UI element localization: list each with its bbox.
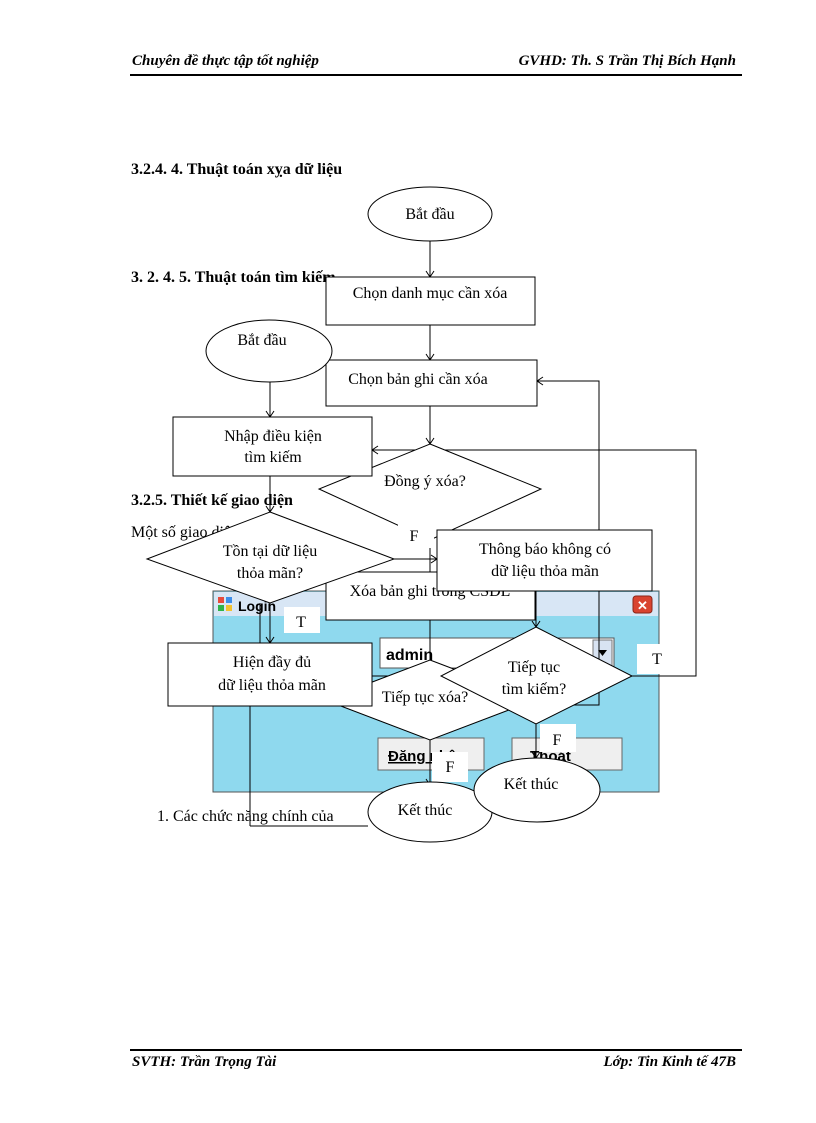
header-rule (130, 74, 742, 76)
choose-category-box (325, 276, 536, 326)
input-criteria-line2: tìm kiếm (244, 449, 302, 466)
continue-delete-label: Tiếp tục xóa? (382, 689, 469, 706)
show-results-line2: dữ liệu thỏa mãn (218, 677, 326, 694)
app-logo-icon-part (226, 605, 232, 611)
not-found-box (436, 529, 653, 592)
data-exists-line2: thỏa mãn? (237, 565, 303, 582)
delete-end-label: Kết thúc (398, 802, 453, 819)
search-t-label-2: T (652, 651, 662, 668)
search-end-node (473, 757, 601, 823)
app-logo-icon-part (226, 597, 232, 603)
choose-record-box (325, 359, 538, 407)
continue-search-line2: tìm kiếm? (502, 681, 566, 698)
label-bg (398, 522, 434, 548)
label-bg (637, 644, 673, 674)
close-button[interactable] (632, 595, 653, 614)
search-f-label: F (553, 732, 562, 749)
choose-category-label: Chọn danh mục cần xóa (353, 285, 508, 302)
not-found-line2: dữ liệu thỏa mãn (491, 563, 599, 580)
footer-left: SVTH: Trần Trọng Tài (132, 1054, 277, 1070)
show-results-line1: Hiện đầy đủ (233, 654, 311, 671)
delete-start-node (367, 186, 493, 242)
data-exists-line1: Tồn tại dữ liệu (223, 543, 317, 560)
label-bg (284, 607, 320, 633)
search-start-node (205, 319, 333, 383)
delete-f-label-1: F (410, 528, 419, 545)
delete-start-label: Bắt đầu (405, 206, 454, 223)
delete-flowchart: Bắt đầu Chọn danh mục cần xóa Chọn bản g… (317, 186, 543, 843)
search-end-label: Kết thúc (504, 776, 559, 793)
header-right: GVHD: Th. S Trần Thị Bích Hạnh (518, 53, 736, 69)
continue-search-decision (439, 626, 634, 725)
loop-back-connector (372, 449, 697, 677)
close-icon: ✕ (637, 598, 648, 613)
heading-search-algorithm: 3. 2. 4. 5. Thuật toán tìm kiếm (131, 269, 336, 286)
chevron-down-icon (598, 650, 607, 656)
search-start-label: Bắt đầu (237, 332, 286, 349)
show-results-box (167, 642, 373, 707)
footer-rule (130, 1049, 742, 1051)
search-flowchart: Bắt đầu Nhập điều kiện tìm kiếm Tồn tại … (145, 319, 673, 823)
delete-f-label-2: F (446, 759, 455, 776)
not-found-line1: Thông báo không có (479, 541, 611, 558)
username-value: admin (386, 647, 433, 664)
continue-search-line1: Tiếp tục (508, 659, 560, 676)
app-logo-icon (218, 597, 224, 603)
input-criteria-box (172, 416, 373, 477)
header-left: Chuyên đề thực tập tốt nghiệp (132, 53, 319, 69)
label-bg (432, 752, 468, 782)
input-criteria-line1: Nhập điều kiện (224, 428, 322, 445)
heading-ui-design: 3.2.5. Thiết kế giao diện (131, 492, 293, 509)
search-t-label-1: T (296, 614, 306, 631)
footer-right: Lớp: Tin Kinh tế 47B (603, 1054, 736, 1070)
confirm-delete-label: Đồng ý xóa? (384, 473, 466, 490)
label-bg (540, 724, 576, 752)
choose-record-label: Chọn bản ghi cần xóa (348, 371, 488, 388)
app-logo-icon-part (218, 605, 224, 611)
data-exists-decision (145, 511, 396, 604)
heading-delete-algorithm: 3.2.4. 4. Thuật toán xỵa dữ liệu (131, 161, 343, 178)
list-item-main-functions: 1. Các chức năng chính của (157, 808, 334, 825)
